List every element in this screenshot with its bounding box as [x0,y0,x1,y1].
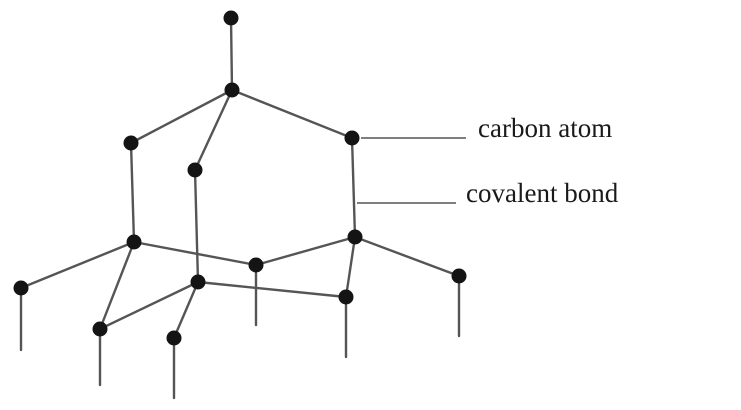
covalent-bond [98,240,136,331]
covalent-bond [196,280,348,299]
carbon-atom [187,162,203,178]
covalent-bond [129,141,136,244]
covalent-bond [193,88,234,172]
carbon-atom [123,135,139,151]
covalent-bond-label: covalent bond [466,178,619,208]
carbon-atom [344,130,360,146]
covalent-bond [98,280,200,331]
covalent-bond [254,235,357,267]
carbon-atom [248,257,264,273]
carbon-atom [166,330,182,346]
carbon-atom [347,229,363,245]
carbon-atoms [13,10,467,346]
covalent-bond [129,88,234,145]
carbon-atom [338,289,354,305]
carbon-atom [126,234,142,250]
covalent-bond [229,16,234,92]
covalent-bond [353,235,461,278]
carbon-atom [13,280,29,296]
carbon-atom [451,268,467,284]
carbon-atom [92,321,108,337]
covalent-bond [193,168,200,284]
covalent-bond [132,240,258,267]
covalent-bond [230,88,354,140]
carbon-atom [223,10,239,26]
carbon-atom [224,82,240,98]
covalent-bonds [19,16,461,400]
carbon-atom [190,274,206,290]
covalent-bond [344,235,357,299]
covalent-bond [19,240,136,290]
carbon-atom-label: carbon atom [478,113,613,143]
covalent-bond [172,280,200,340]
covalent-bond [350,136,357,239]
